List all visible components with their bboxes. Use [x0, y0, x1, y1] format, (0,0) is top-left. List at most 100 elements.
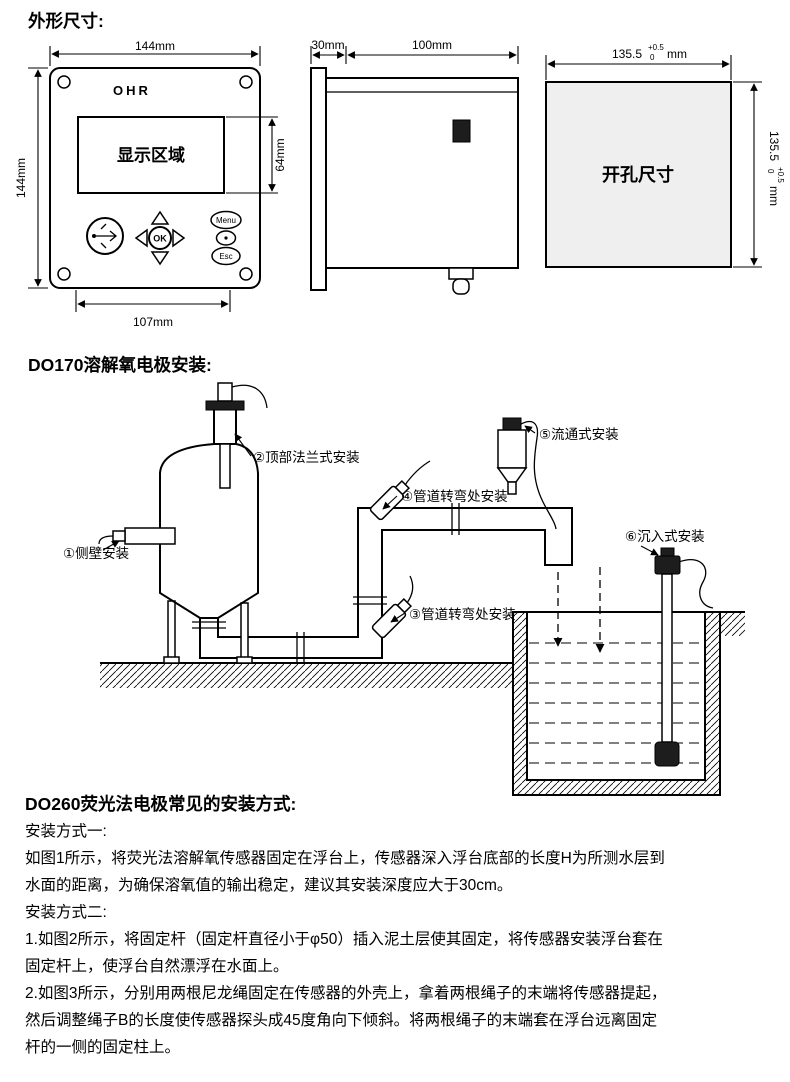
label-submerged-install: ⑥沉入式安装 — [625, 529, 705, 544]
tank-foot-left — [163, 656, 180, 664]
section-dimensions-title: 外形尺寸: — [28, 11, 104, 31]
text-line-9: 杆的一侧的固定柱上。 — [25, 1039, 181, 1056]
pipe-flanges — [192, 503, 460, 663]
dim-height-left: 144mm — [14, 158, 28, 198]
leader-1 — [102, 540, 120, 551]
side-view-drawing: 30mm 100mm — [298, 38, 533, 330]
tank-leg-left — [167, 600, 176, 660]
dim-keypad-width: 107mm — [133, 315, 173, 329]
dim-extension-lines — [28, 67, 48, 289]
screw-top-right-icon — [239, 75, 253, 89]
tank-leg-right — [240, 602, 249, 660]
side-view-svg: 30mm 100mm — [310, 38, 519, 295]
display-area-label: 显示区域 — [117, 145, 185, 165]
dim-extension-lines — [75, 290, 231, 312]
submerged-sensor — [654, 547, 714, 767]
text-line-5: 1.如图2所示，将固定杆（固定杆直径小于φ50）插入泥土层使其固定，将传感器安装… — [25, 931, 663, 948]
flow-cell-cap — [502, 417, 522, 431]
menu-button — [210, 210, 242, 230]
dim-unit: mm — [667, 47, 687, 61]
flow-cell-tube — [520, 420, 557, 530]
tank-shell — [159, 443, 259, 619]
leader-6 — [640, 545, 659, 556]
tolerance-upper: +0.5 — [648, 43, 664, 52]
label-side-wall-install: ①侧壁安装 — [63, 546, 129, 561]
right-arrow-button — [172, 228, 186, 248]
water-lines — [529, 642, 703, 764]
cable-gland-nut — [448, 267, 474, 280]
submerged-sensor-rod — [661, 573, 673, 743]
tank-foot-right — [236, 656, 253, 664]
do170-installation-diagram: ①侧壁安装 ②顶部法兰式安装 ③管道转弯处安装 ④管道转弯处安装 ⑤流通式安装 … — [25, 370, 770, 832]
screw-bottom-right-icon — [239, 267, 253, 281]
section-do260-title: DO260荧光法电极常见的安装方式: — [25, 794, 297, 814]
ok-button-label: OK — [153, 234, 167, 244]
menu-button-label: Menu — [216, 216, 236, 225]
esc-button — [211, 246, 241, 266]
side-sensor-cable — [98, 535, 114, 545]
dim-display-height: 64mm — [273, 138, 287, 171]
leader-3 — [390, 612, 406, 623]
do170-diagram-svg: ①侧壁安装 ②顶部法兰式安装 ③管道转弯处安装 ④管道转弯处安装 ⑤流通式安装 … — [63, 382, 745, 796]
flow-cell-reducer — [496, 467, 528, 483]
submerged-sensor-fitting — [654, 555, 681, 575]
text-line-4: 安装方式二: — [25, 904, 107, 921]
dim-depth-front: 30mm — [311, 38, 344, 52]
elbow-sensor-lower-cable — [406, 575, 414, 604]
flow-cell-body — [497, 429, 527, 469]
front-view-svg: 144mm 144mm OHR 显示区域 64mm — [14, 39, 287, 329]
dim-extension-lines — [226, 116, 278, 194]
dim-depth-body: 100mm — [412, 38, 452, 52]
label-pipe-bend-install-lower: ③管道转弯处安装 — [409, 606, 516, 622]
flange-cap — [205, 400, 245, 411]
dim-extension-lines — [310, 46, 519, 64]
section-do170-title: DO170溶解氧电极安装: — [28, 355, 212, 375]
cutout-svg: 135.5 +0.5 0 mm 开孔尺寸 135.5 +0.5 0 mm — [545, 43, 785, 268]
screw-bottom-left-icon — [57, 267, 71, 281]
label-flow-through-install: ⑤流通式安装 — [539, 427, 619, 442]
leader-5 — [524, 425, 536, 434]
dim-width-top: 144mm — [135, 39, 175, 53]
side-sensor-body — [124, 527, 176, 545]
esc-button-label: Esc — [219, 252, 232, 261]
cutout-dim-top: 135.5 +0.5 0 mm — [612, 43, 687, 62]
submerged-sensor-cable — [678, 559, 714, 609]
front-view-drawing: 144mm 144mm OHR 显示区域 64mm — [14, 38, 290, 330]
label-pipe-bend-install-upper: ④管道转弯处安装 — [401, 488, 508, 504]
left-arrow-button — [134, 228, 148, 248]
usb-icon — [92, 223, 118, 249]
brand-logo: OHR — [113, 83, 151, 98]
text-line-6: 固定杆上，使浮台自然漂浮在水面上。 — [25, 958, 289, 975]
tolerance-lower: 0 — [650, 53, 655, 62]
leader-2 — [234, 433, 252, 457]
text-line-7: 2.如图3所示，分别用两根尼龙绳固定在传感器的外壳上，拿着两根绳子的末端将传感器… — [25, 985, 667, 1002]
water-basin — [512, 611, 721, 796]
dim-extension-lines — [49, 46, 261, 66]
usb-knob — [86, 217, 124, 255]
housing-body — [325, 77, 519, 269]
display-area — [77, 116, 225, 194]
ok-button — [148, 226, 172, 250]
screw-top-left-icon — [57, 75, 71, 89]
text-line-2: 如图1所示，将荧光法溶解氧传感器固定在浮台上，传感器深入浮台底部的长度H为所测水… — [25, 850, 665, 867]
tank-top-nozzle — [213, 408, 237, 445]
side-sensor-connector — [112, 530, 126, 542]
dim-extension-lines — [545, 55, 732, 80]
cable-gland-cap — [452, 278, 470, 295]
elbow-sensor-upper-cable — [404, 460, 431, 486]
cutout-dim-right: 135.5 +0.5 0 mm — [766, 131, 785, 206]
panel-flange — [310, 67, 327, 291]
pipe-run — [199, 507, 573, 659]
cutout-square — [545, 81, 732, 268]
dim-value: 135.5 — [612, 47, 642, 61]
submerged-sensor-head — [654, 741, 680, 767]
tank — [98, 382, 268, 664]
text-line-3: 水面的距离，为确保溶氧值的输出稳定，建议其安装深度应大于30cm。 — [25, 877, 513, 894]
top-sensor-body — [217, 382, 233, 402]
text-line-8: 然后调整绳子B的长度使传感器探头成45度角向下倾斜。将两根绳子的末端套在浮台远离… — [25, 1012, 658, 1029]
label-top-flange-install: ②顶部法兰式安装 — [253, 450, 360, 465]
down-arrow-button — [150, 251, 170, 266]
dim-value: 135.5 — [767, 131, 781, 161]
dpad: OK — [134, 210, 186, 266]
